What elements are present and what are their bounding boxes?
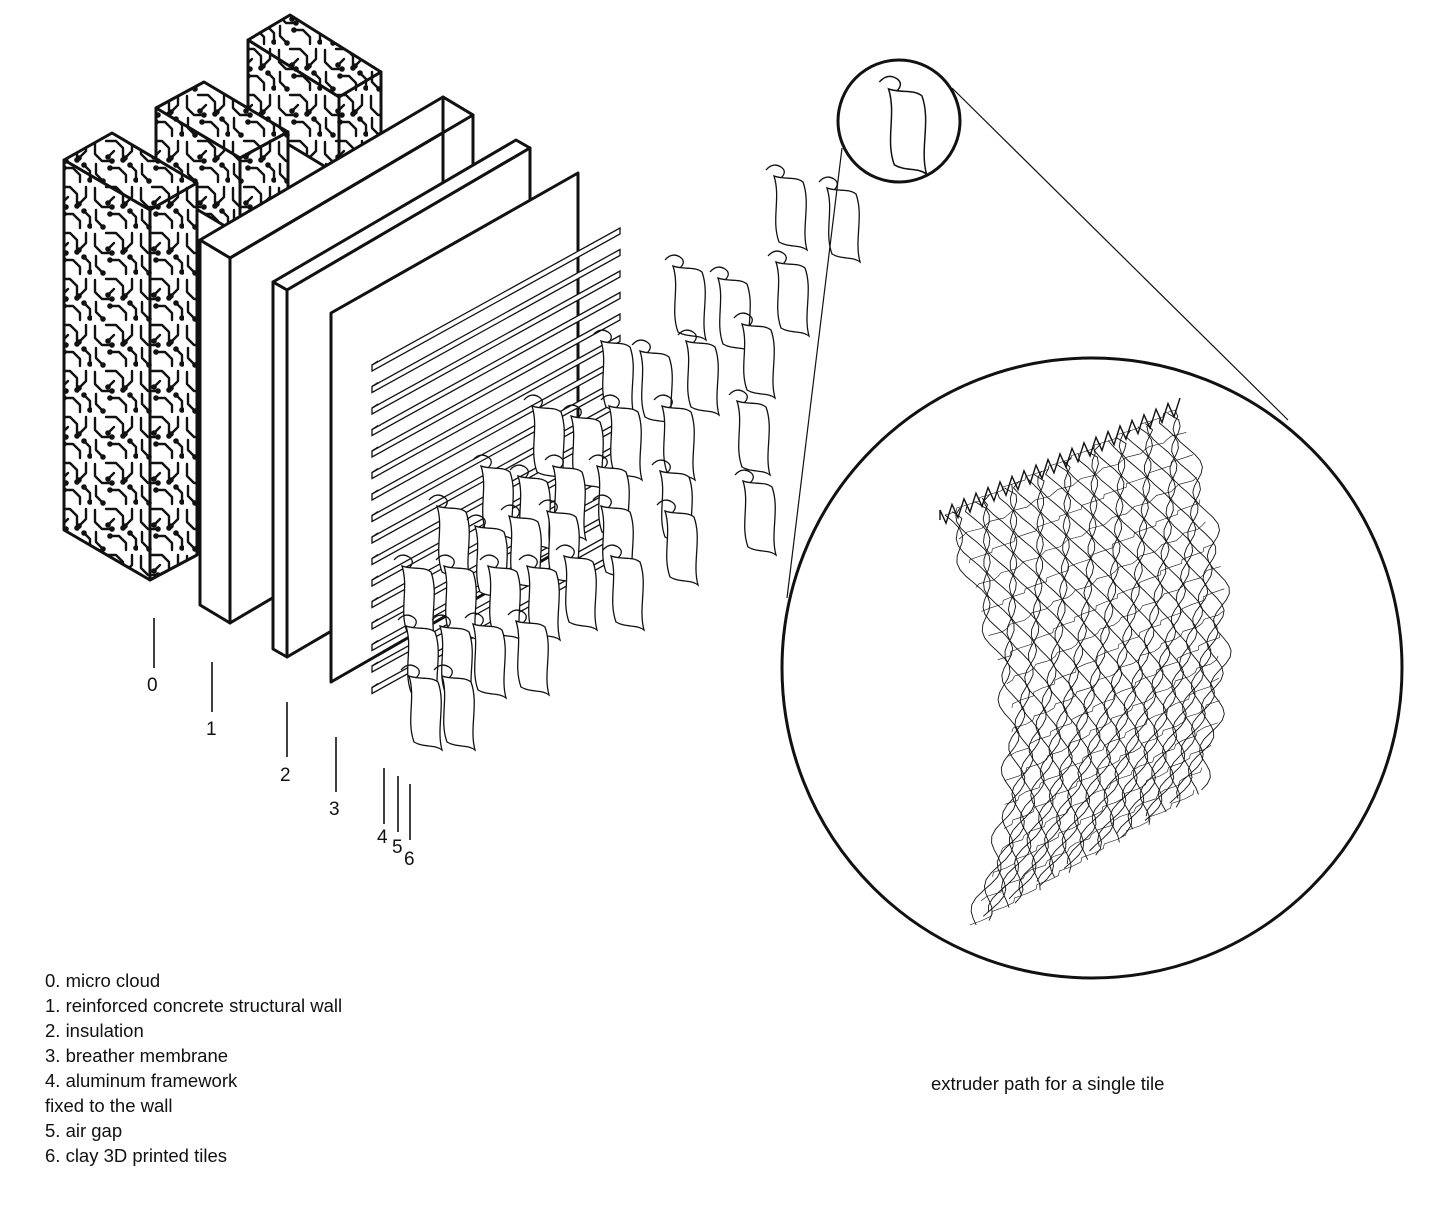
legend-item: 4. aluminum framework	[45, 1070, 238, 1091]
detail-caption: extruder path for a single tile	[931, 1073, 1165, 1094]
clay-tile	[734, 469, 777, 556]
aluminum-rail	[371, 334, 621, 480]
aluminum-rail	[371, 312, 621, 459]
magnifier-small-circle	[836, 58, 962, 184]
aluminum-rail	[371, 269, 621, 416]
callout-5: 5	[392, 837, 403, 858]
callout-2: 2	[280, 765, 291, 786]
callout-6: 6	[404, 849, 415, 870]
callout-lines	[153, 618, 411, 840]
callout-1: 1	[206, 719, 217, 740]
legend-item: 0. micro cloud	[45, 970, 161, 991]
clay-tile	[765, 164, 808, 251]
callout-3: 3	[329, 799, 340, 820]
layer-legend: 0. micro cloud 1. reinforced concrete st…	[45, 968, 342, 1168]
aluminum-rail	[371, 226, 621, 373]
clay-tile	[677, 329, 720, 416]
aluminum-rail	[371, 248, 621, 394]
micro-cloud-column-front	[62, 131, 199, 582]
clay-tile	[664, 254, 707, 341]
callout-0: 0	[147, 675, 158, 696]
clay-tile	[728, 389, 771, 476]
legend-item: 5. air gap	[45, 1120, 123, 1141]
callout-4: 4	[377, 827, 388, 848]
legend-item: fixed to the wall	[45, 1095, 173, 1116]
aluminum-rail	[371, 291, 621, 437]
legend-item: 1. reinforced concrete structural wall	[45, 995, 343, 1016]
micro-cloud-column-back	[246, 13, 383, 177]
legend-item: 6. clay 3D printed tiles	[45, 1145, 228, 1166]
clay-tile	[818, 176, 861, 263]
zoom-connector-lines	[786, 87, 1289, 599]
legend-item: 2. insulation	[45, 1020, 144, 1041]
extruder-path-detail	[780, 356, 1404, 980]
legend-item: 3. breather membrane	[45, 1045, 229, 1066]
clay-tile	[767, 250, 810, 337]
